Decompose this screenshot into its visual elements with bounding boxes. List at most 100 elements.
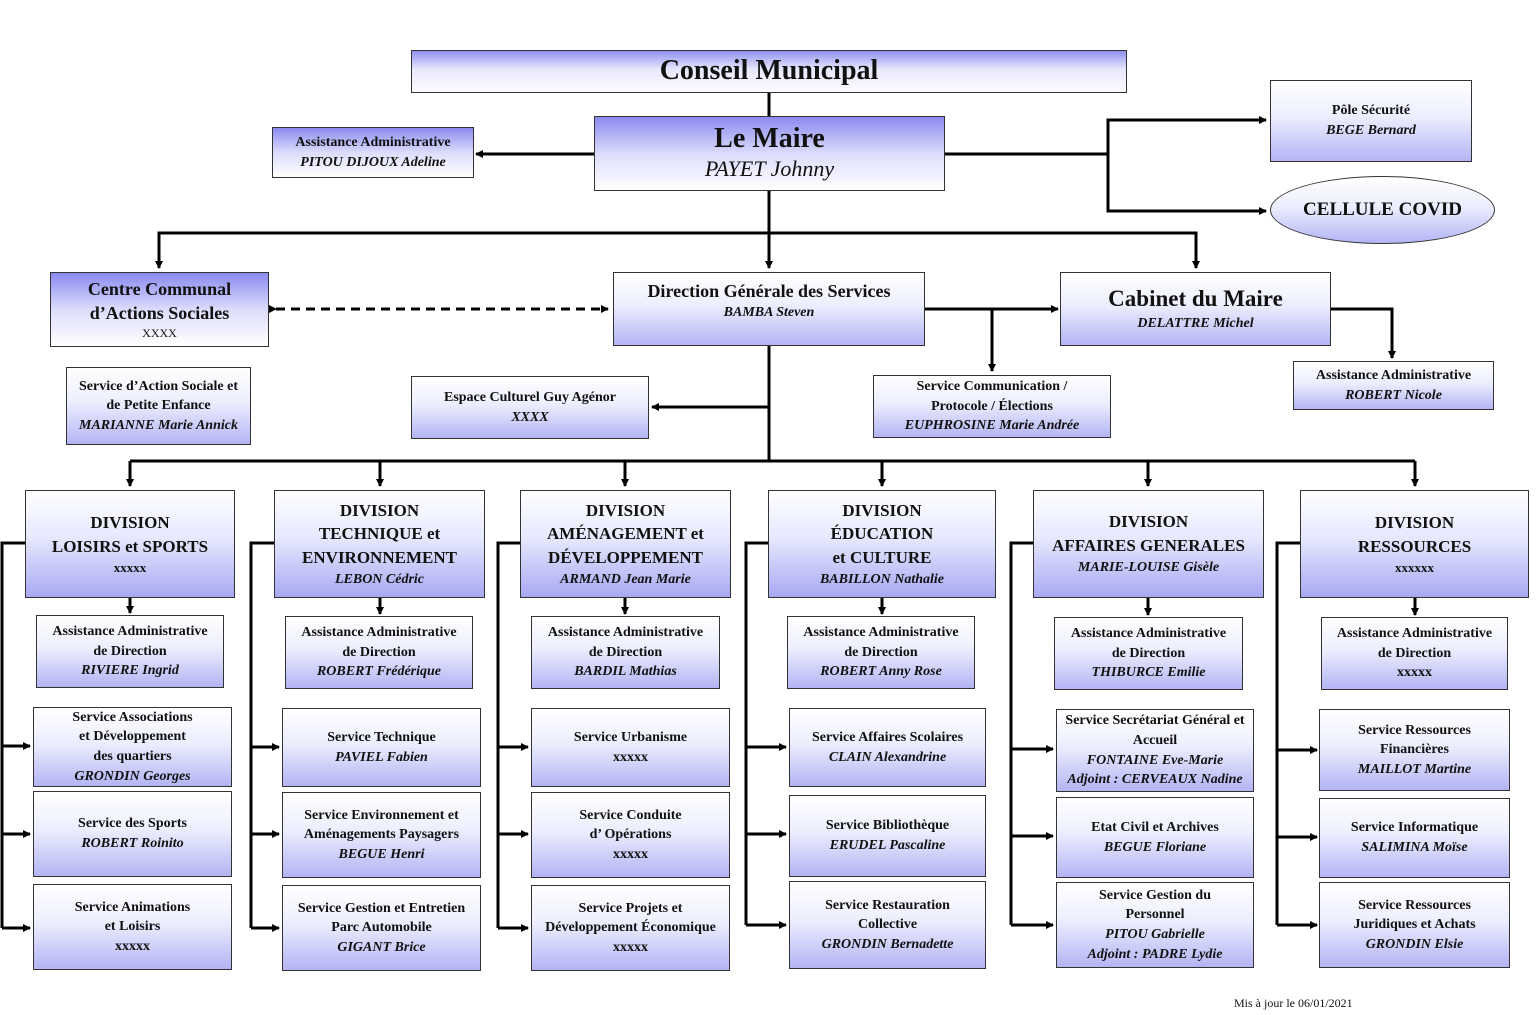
division-box-line: ÉDUCATION — [830, 524, 934, 544]
assist-maire-box: Assistance Administrative PITOU DIJOUX A… — [272, 127, 474, 178]
division-assist-box-line: ROBERT Anny Rose — [820, 664, 942, 680]
service-box-line: Service Restauration — [825, 897, 950, 913]
conseil-municipal-box: Conseil Municipal — [411, 50, 1127, 93]
service-box-line: et Loisirs — [104, 919, 161, 935]
maire-box: Le Maire PAYET Johnny — [594, 116, 945, 191]
service-box-line: Service Animations — [74, 899, 191, 915]
service-box-line: Financières — [1380, 742, 1449, 758]
service-box-line: GRONDIN Bernadette — [821, 936, 954, 952]
service-box-line: xxxxx — [613, 939, 648, 955]
assist-cabinet-name: ROBERT Nicole — [1345, 387, 1442, 403]
division-box-line: ARMAND Jean Marie — [560, 571, 691, 587]
division-assist-box-line: de Direction — [1111, 645, 1186, 661]
ccas-line2: d’Actions Sociales — [89, 303, 230, 324]
service-box-line: Service des Sports — [78, 816, 187, 832]
service-box-line: PAVIEL Fabien — [335, 749, 428, 765]
service-box-line: des quartiers — [93, 749, 172, 764]
service-comm-line2: Protocole / Élections — [931, 398, 1053, 414]
service-box-line: Parc Automobile — [331, 920, 432, 936]
division-assist-box-line: de Direction — [844, 644, 918, 660]
pole-securite-box: Pôle Sécurité BEGE Bernard — [1270, 80, 1472, 162]
dgs-name: BAMBA Steven — [723, 305, 815, 321]
division-assist-box-line: Assistance Administrative — [1336, 626, 1493, 642]
conseil-municipal-title: Conseil Municipal — [659, 55, 879, 87]
division-box-line: AMÉNAGEMENT et — [547, 524, 704, 544]
service-box-line: Service Environnement et — [304, 807, 459, 823]
service-box-line: GIGANT Brice — [337, 939, 426, 955]
service-box-line: Service Conduite — [579, 807, 682, 823]
division-assist-box-line: Assistance Administrative — [547, 625, 704, 641]
division-assist-box-line: de Direction — [342, 644, 416, 660]
assist-maire-name: PITOU DIJOUX Adeline — [300, 154, 446, 170]
service-box-line: Etat Civil et Archives — [1091, 819, 1219, 835]
service-box-line: Aménagements Paysagers — [303, 827, 460, 843]
service-comm-box: Service Communication / Protocole / Élec… — [873, 375, 1111, 438]
service-box-line: FONTAINE Eve-Marie — [1086, 752, 1224, 768]
division-box-line: et CULTURE — [832, 548, 932, 568]
service-box-line: d’ Opérations — [589, 827, 672, 843]
espace-culturel-box: Espace Culturel Guy Agénor XXXX — [411, 376, 649, 439]
service-box-line: Service Affaires Scolaires — [811, 729, 964, 745]
service-action-sociale-line2: de Petite Enfance — [106, 398, 211, 414]
division-box-line: RESSOURCES — [1357, 536, 1472, 556]
service-box-line: Service Ressources — [1358, 897, 1471, 913]
service-box-line: GRONDIN Georges — [74, 768, 191, 784]
service-box-line: Service Projets et — [578, 900, 683, 916]
division-box-line: LEBON Cédric — [334, 571, 425, 587]
maire-title: Le Maire — [714, 123, 825, 155]
service-box-line: Adjoint : PADRE Lydie — [1087, 946, 1223, 962]
ccas-line1: Centre Communal — [87, 278, 232, 299]
division-assist-box-line: de Direction — [588, 644, 663, 660]
service-box-line: xxxxx — [613, 749, 648, 765]
service-box-line: CLAIN Alexandrine — [828, 749, 947, 765]
service-box-line: Accueil — [1132, 732, 1178, 748]
cabinet-name: DELATTRE Michel — [1137, 316, 1254, 332]
division-box-line: LOISIRS et SPORTS — [51, 536, 209, 556]
service-box-line: Service Gestion et Entretien — [297, 900, 466, 916]
service-box-line: Personnel — [1125, 907, 1185, 923]
division-assist-box-line: BARDIL Mathias — [574, 664, 677, 680]
assist-maire-label: Assistance Administrative — [295, 134, 451, 150]
service-box-line: Service Informatique — [1350, 820, 1479, 836]
division-assist-box-line: de Direction — [1377, 645, 1452, 661]
assist-cabinet-label: Assistance Administrative — [1315, 367, 1472, 383]
division-box-line: ENVIRONNEMENT — [302, 548, 457, 568]
service-comm-line1: Service Communication / — [916, 379, 1068, 395]
espace-culturel-name: XXXX — [511, 409, 549, 425]
maire-name: PAYET Johnny — [704, 156, 835, 182]
service-action-sociale-box: Service d’Action Sociale et de Petite En… — [66, 367, 251, 445]
division-assist-box-line: RIVIERE Ingrid — [81, 663, 179, 679]
service-box-line: et Développement — [79, 729, 186, 745]
service-box-line: xxxxx — [115, 938, 150, 954]
service-box: Service Associations et Développement des … — [33, 707, 232, 787]
service-action-sociale-name: MARIANNE Marie Annick — [79, 417, 238, 433]
ccas-box: Centre Communal d’Actions Sociales XXXX — [50, 272, 269, 347]
division-assist-box-line: Assistance Administrative — [1070, 626, 1227, 642]
division-box-line: DIVISION — [339, 500, 420, 520]
cellule-covid-ellipse: CELLULE COVID — [1270, 176, 1495, 244]
division-assist-box-line: ROBERT Frédérique — [316, 664, 442, 680]
service-box-line: PITOU Gabrielle — [1105, 927, 1205, 942]
espace-culturel-label: Espace Culturel Guy Agénor — [443, 389, 617, 405]
cabinet-box: Cabinet du Maire DELATTRE Michel — [1060, 272, 1331, 346]
cellule-covid-label: CELLULE COVID — [1303, 198, 1462, 220]
service-box-line: Service Associations — [72, 709, 193, 725]
